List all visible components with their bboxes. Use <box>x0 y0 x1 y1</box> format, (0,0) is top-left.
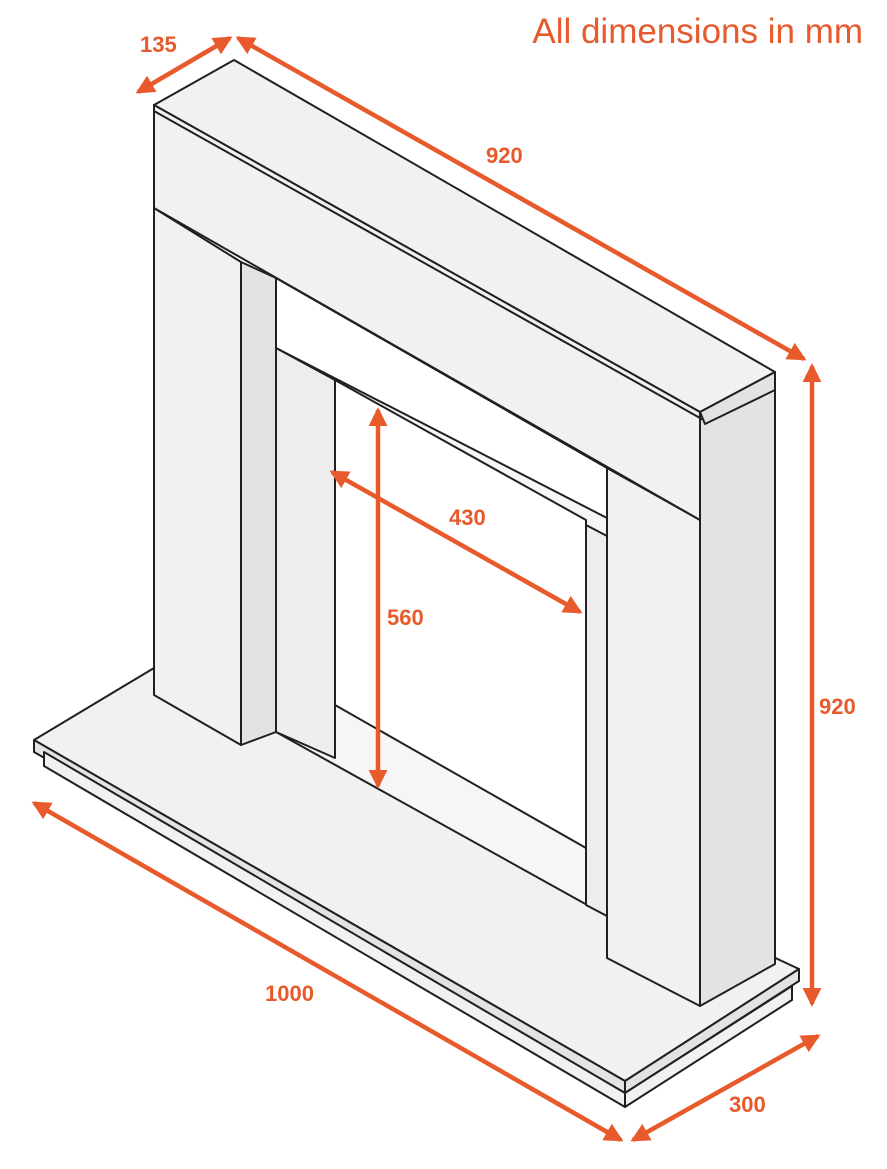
depth-top-arrow <box>135 36 233 94</box>
label-depth-top: 135 <box>140 32 177 57</box>
left-leg-inner-side <box>240 261 277 746</box>
right-leg-side <box>699 377 776 1007</box>
label-hearth-width: 1000 <box>265 981 314 1006</box>
dimension-labels: 135 920 920 430 560 1000 300 <box>140 32 856 1117</box>
width-top-arrow <box>235 36 807 361</box>
left-leg-front <box>153 207 242 746</box>
inner-surround-right <box>585 524 608 917</box>
label-width-top: 920 <box>486 143 523 168</box>
label-hearth-depth: 300 <box>729 1092 766 1117</box>
label-opening-height: 560 <box>387 605 424 630</box>
inner-surround-left <box>275 347 336 759</box>
right-leg-front <box>606 467 701 1007</box>
label-height-total: 920 <box>819 694 856 719</box>
units-heading: All dimensions in mm <box>532 12 863 51</box>
hearth-width-arrow <box>31 801 624 1142</box>
dimension-lines <box>31 36 822 1142</box>
right-leg <box>606 377 776 1007</box>
label-opening-width: 430 <box>449 505 486 530</box>
mantel-side <box>699 371 776 425</box>
hearth-depth-arrow <box>630 1034 821 1142</box>
left-leg <box>153 207 277 746</box>
